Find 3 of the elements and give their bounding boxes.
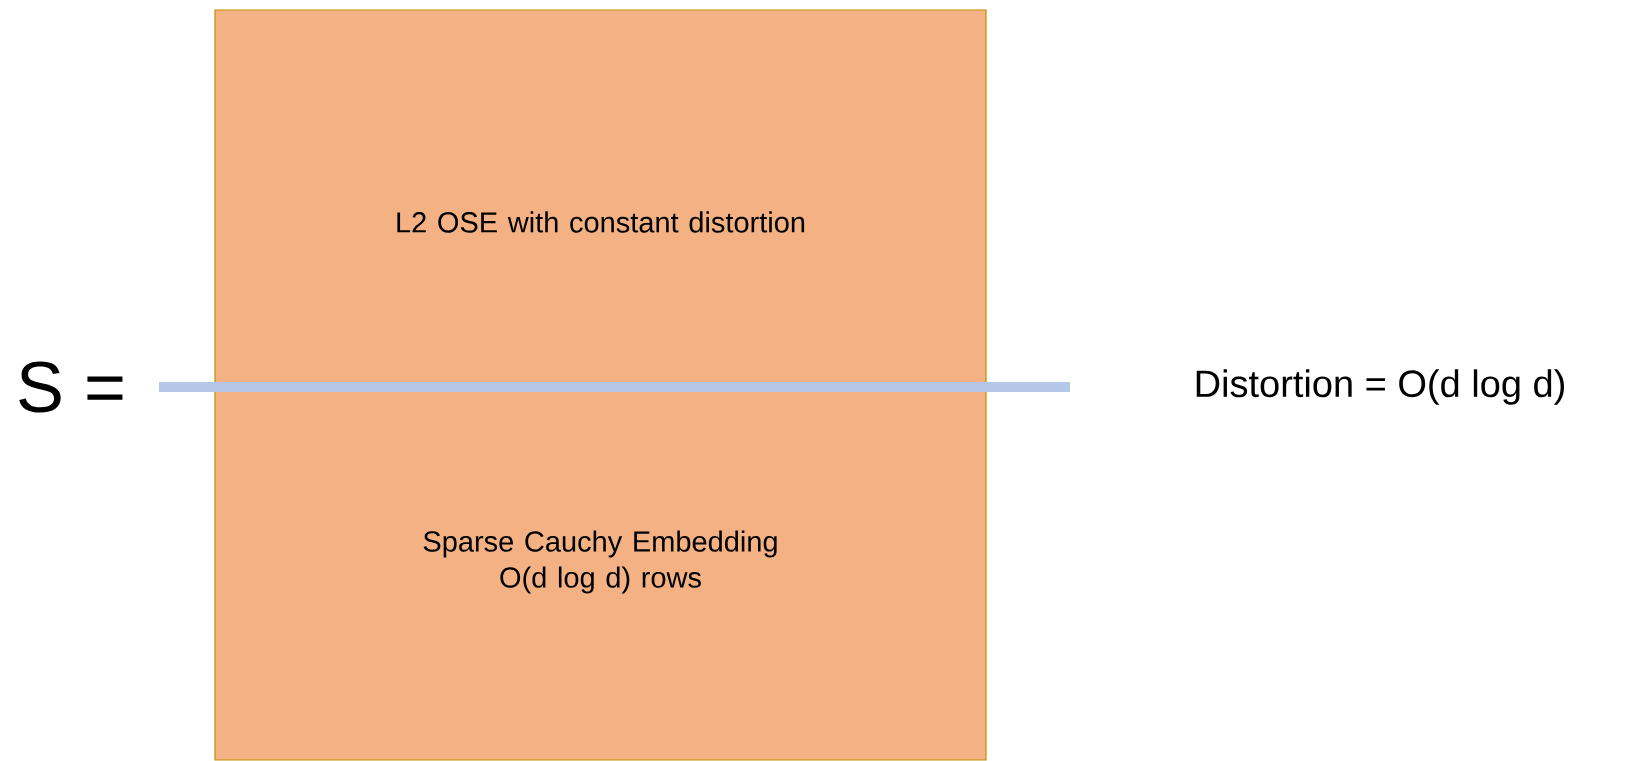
- matrix-label: S =: [19, 361, 123, 413]
- distortion-label: Distortion = O(d log d): [1196, 369, 1564, 405]
- embedding-box: L2 OSE with constant distortion Sparse Cauchy Embedding O(d log d) rows: [214, 9, 987, 761]
